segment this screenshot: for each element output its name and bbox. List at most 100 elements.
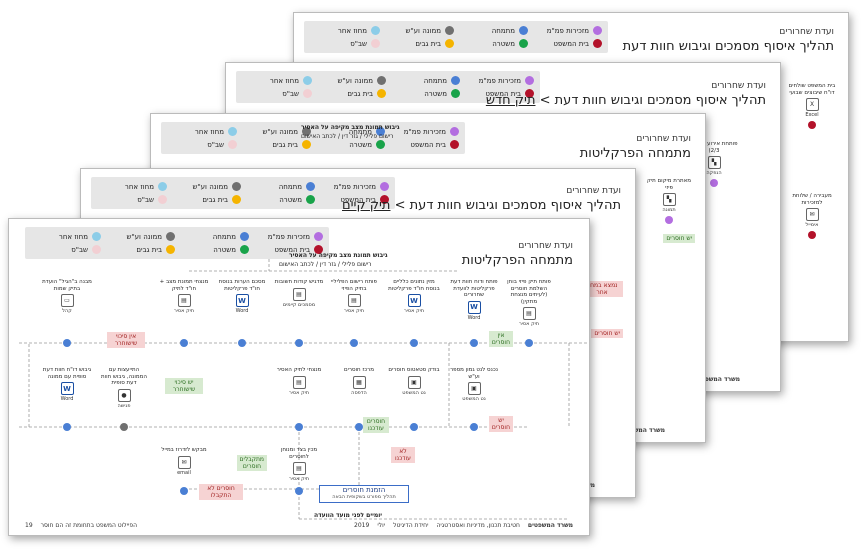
email-icon: ✉ [805, 208, 819, 221]
legend-dot [445, 39, 454, 48]
legend-item: מחוז אחר [31, 230, 101, 243]
order-missing-box[interactable]: הזמנת חוסרים תהליך מפורט בשקופית הבאה [319, 485, 409, 503]
tag-no-coordination: אין סיכוי שישוחרר [107, 332, 145, 348]
legend-item: מזכירות פמ"מ [253, 230, 323, 243]
slide-title: תהליך איסוף מסמכים וגיבוש חוות דעת > תיק… [342, 198, 621, 213]
tag-no-missing: אין חוסרים [489, 331, 513, 347]
legend-dot [377, 76, 386, 85]
legend-item: בית המשפט [532, 37, 602, 50]
footer-page: 19 [25, 522, 33, 529]
process-step: מרכז חוסרים▦הדפסה [343, 367, 375, 396]
point-secretary [710, 179, 718, 187]
word-icon: W [467, 300, 481, 314]
legend-dot [240, 245, 249, 254]
process-step: מבקש לזדרוז במייל✉email [161, 447, 207, 476]
legend-item: מתמחה [458, 24, 528, 37]
node-forward: מעבירה / שלוחת למזכירות ✉ אימייל [786, 193, 838, 239]
legend-dot [92, 245, 101, 254]
days-before-note: יומיים לפני מועד הוועדה [314, 512, 383, 519]
legend-item: בית גבים [316, 87, 386, 100]
legend-dot [371, 26, 380, 35]
legend-dot [450, 127, 459, 136]
legend-item: מזכירות פמ"מ [319, 180, 389, 193]
legend-item: מתמחה [245, 180, 315, 193]
legend-dot [158, 195, 167, 204]
legend-item: ממונה וע"ש [171, 180, 241, 193]
legend-dot [302, 127, 311, 136]
legend-item: בית המשפט [253, 243, 323, 256]
legend-item: מתמחה [390, 74, 460, 87]
legend-item: מחוז אחר [97, 180, 167, 193]
legend-dot [380, 195, 389, 204]
process-step: נכנס לנט גמון מספר וע"ש▣נט המשפט [450, 367, 498, 402]
tag-not-updated: לא עודכנו [391, 447, 415, 463]
legend-item: משטרה [315, 138, 385, 151]
tag-missing-not-received: חוסרים לא התקבלו [199, 484, 243, 500]
title-link[interactable]: תיק חדש [485, 93, 536, 108]
legend-dot [519, 39, 528, 48]
legend-dot [376, 140, 385, 149]
legend-dot [166, 245, 175, 254]
legend-item: מזכירות פמ"מ [389, 125, 459, 138]
legend-dot [306, 182, 315, 191]
document-icon: ▤ [522, 307, 536, 320]
word-icon: W [60, 382, 74, 395]
legend-dot [232, 195, 241, 204]
tag-missing-received: מתקבלים חוסרים [237, 455, 267, 471]
node-open-event: פותחת אירוע (בגדיר 2/3) ▚ הנפקה [688, 141, 740, 187]
document-icon: ▤ [347, 294, 361, 307]
legend-dot [302, 140, 311, 149]
legend-item: ממונה וע"ש [384, 24, 454, 37]
legend-item: בית גבים [171, 193, 241, 206]
document-icon: ▤ [292, 287, 306, 301]
legend-dot [314, 232, 323, 241]
legend-item: בית גבים [105, 243, 175, 256]
legend-item: שב"ס [167, 138, 237, 151]
slide-title: תהליך איסוף מסמכים וגיבוש חוות דעת [622, 39, 834, 54]
process-step: פותח ודוח חוות דעת פרקליטות לוועדת שחרור… [450, 279, 498, 321]
legend-dot [314, 245, 323, 254]
legend-dot [232, 182, 241, 191]
document-icon: ▤ [292, 462, 306, 475]
process-step: פותח רישום הפליליי בתיק הפיזי▤תיק אסיר [331, 279, 377, 314]
legend-item: מזכירות פמ"מ [464, 74, 534, 87]
document-icon: ▤ [177, 294, 191, 307]
legend-item: שב"ס [310, 37, 380, 50]
footer-year: 2019 [354, 522, 370, 529]
point-court [808, 231, 816, 239]
excel-icon: X [805, 98, 819, 111]
legend-dot [303, 89, 312, 98]
legend-item: שב"ס [97, 193, 167, 206]
legend-dot [451, 89, 460, 98]
legend-dot [593, 26, 602, 35]
tag-has-missing: יש חוסרים [663, 234, 695, 243]
photo-icon: ▚ [662, 193, 676, 206]
summary-note: גיבוש תמונת מצב מקיפה על האסיר [301, 124, 400, 131]
legend-item: מתמחה [315, 125, 385, 138]
legend-dot [228, 127, 237, 136]
process-step: מכין בצד ומנוחן לחוסרים▤תיק אסיר [280, 447, 318, 482]
legend-item: בית המשפט [464, 87, 534, 100]
legend-dot [525, 89, 534, 98]
slide-title: מתמחה הפרקליטות [461, 253, 573, 268]
footer-doc-title: הפיילוט המשפט בתחומת זה הם חוסר [40, 522, 138, 529]
tag-has-missing: יש חוסרים [489, 416, 513, 432]
process-step: מדגיש קודות חשובות▤מסמכים קיימים [274, 279, 324, 308]
email-icon: ✉ [177, 455, 191, 469]
legend-item: ממונה וע"ש [241, 125, 311, 138]
tag-missing-updated: חוסרים עודכנו [363, 417, 389, 433]
legend-item: מחוז אחר [242, 74, 312, 87]
committee-label: ועדת שחרורים [566, 186, 621, 196]
tag-has-missing-2: יש חוסרים [591, 329, 623, 338]
legend-dot [303, 76, 312, 85]
document-icon: ● [117, 388, 131, 402]
footer-division: חטיבת תכנון, מדיניות ואסטרטגיה [436, 522, 520, 529]
footer-bar: משרד המשפטים חטיבת תכנון, מדיניות ואסטרט… [25, 522, 573, 529]
process-step: פותח תיק פיזי בוחן השלמת חוסרים (לעיתים … [507, 279, 551, 327]
legend-dot [593, 39, 602, 48]
title-link[interactable]: תיק קיים [342, 198, 391, 213]
